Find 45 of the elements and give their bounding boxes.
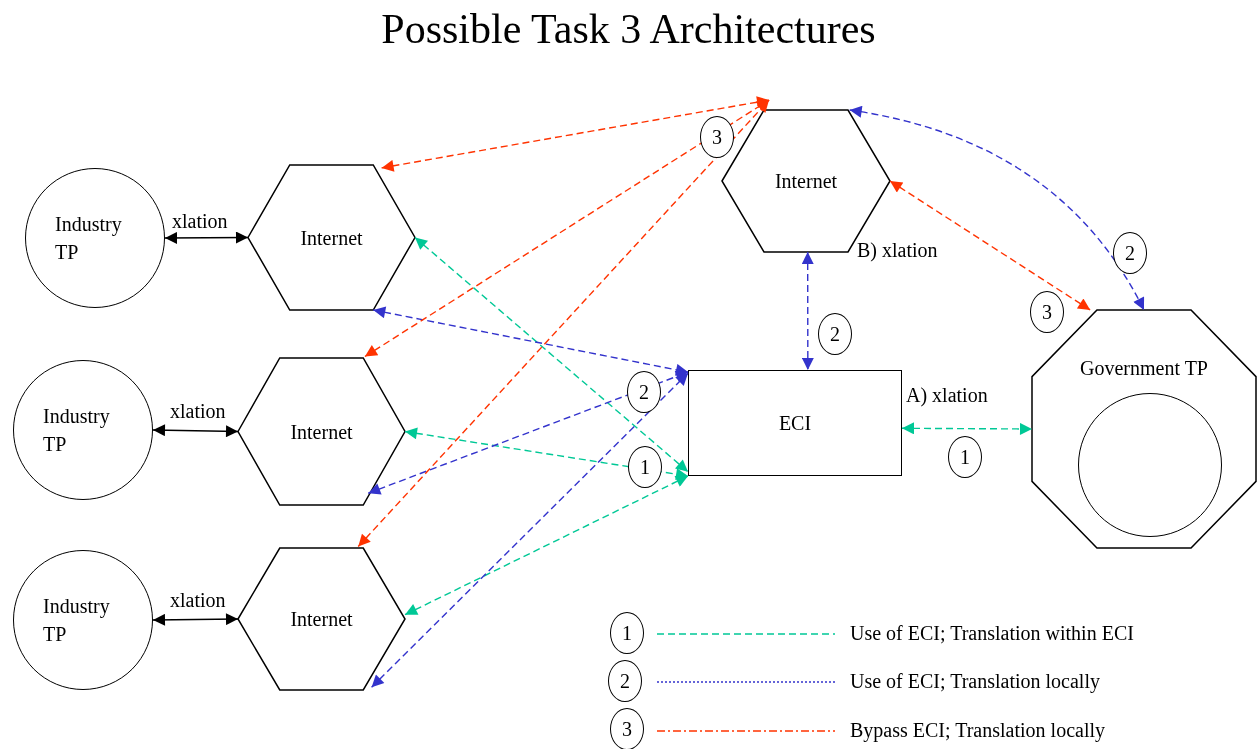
arrow (380, 96, 770, 172)
node-label: Industry TP (55, 212, 123, 265)
callout-number: 2 (608, 660, 642, 702)
arrow (801, 251, 814, 371)
arrow (404, 427, 689, 481)
process-box (688, 370, 902, 476)
arrow (414, 236, 689, 473)
node-label: Internet (290, 419, 353, 445)
hexagon-node (248, 165, 415, 310)
arrow (164, 231, 249, 244)
edge-label: A) xlation (904, 384, 990, 406)
node-label: Internet (300, 225, 363, 251)
node-label: Industry TP (43, 594, 111, 647)
node-label: Internet (290, 607, 353, 632)
arrow (357, 99, 770, 548)
hexagon-node (238, 548, 405, 690)
callout-number: 3 (610, 708, 644, 749)
legend-text: Use of ECI; Translation locally (850, 670, 1100, 692)
arrow (367, 370, 689, 495)
arrow (404, 475, 689, 616)
arrow (848, 106, 1145, 311)
arrow (889, 180, 1091, 311)
node-label: ECI (778, 411, 812, 436)
arrow (364, 99, 770, 358)
annotation-text: B) xlation (857, 239, 938, 261)
callout-number: 2 (818, 313, 852, 355)
callout-number: 1 (610, 612, 644, 654)
hexagon-node (238, 358, 405, 505)
callout-number: 3 (1030, 291, 1064, 333)
arrow (372, 306, 689, 376)
callout-number: 3 (700, 116, 734, 158)
node-label: Industry TP (43, 404, 111, 457)
node-label: Internet (774, 169, 838, 194)
legend-text: Bypass ECI; Translation locally (850, 719, 1105, 741)
callout-number: 2 (1113, 232, 1147, 274)
legend-text: Use of ECI; Translation within ECI (850, 622, 1134, 644)
arrow (901, 422, 1033, 435)
arrow (152, 613, 239, 626)
arrow (152, 424, 239, 438)
arrow (370, 372, 689, 688)
node-label: Government TP (1080, 356, 1208, 381)
callout-number: 2 (627, 371, 661, 413)
callout-number: 1 (628, 446, 662, 488)
diagram-title: Possible Task 3 Architectures (380, 5, 877, 54)
callout-number: 1 (948, 436, 982, 478)
